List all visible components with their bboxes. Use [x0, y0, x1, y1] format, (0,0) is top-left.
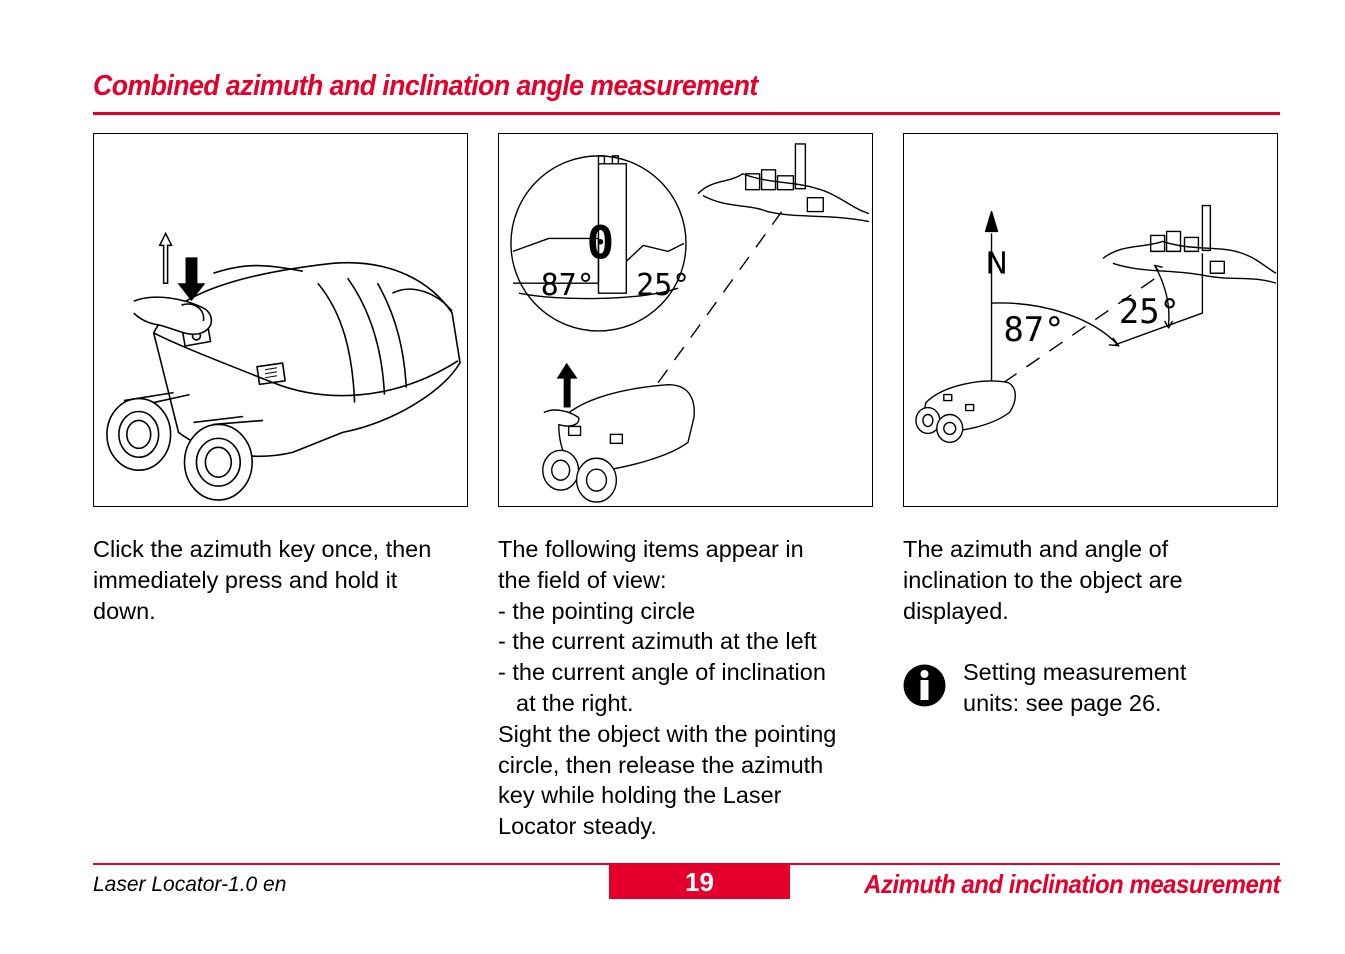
footer-product-label: Laser Locator-1.0 en	[93, 873, 286, 897]
right-inclination-reading: 25°	[1119, 292, 1180, 331]
middle-inclination-reading: 25°	[636, 268, 690, 303]
text-line: down.	[93, 596, 473, 627]
binoculars-illustration	[94, 134, 467, 506]
svg-text:0: 0	[587, 216, 615, 269]
text-line: The following items appear in	[498, 534, 878, 565]
text-line: Sight the object with the pointing	[498, 719, 878, 750]
title-divider	[93, 112, 1280, 115]
text-line: units: see page 26.	[963, 688, 1186, 719]
text-line: Setting measurement	[963, 657, 1186, 688]
middle-azimuth-reading: 87°	[541, 268, 595, 303]
north-label: N	[986, 246, 1008, 281]
text-line: - the current azimuth at the left	[498, 626, 878, 657]
footer-section-title: Azimuth and inclination measurement	[864, 869, 1280, 900]
text-line: Locator steady.	[498, 811, 878, 842]
text-line: - the current angle of inclination	[498, 657, 878, 688]
figure-results-displayed: N 87° 25°	[903, 133, 1278, 507]
page-title: Combined azimuth and inclination angle m…	[93, 70, 758, 103]
info-text: Setting measurement units: see page 26.	[963, 657, 1186, 719]
text-line: circle, then release the azimuth	[498, 750, 878, 781]
info-icon	[903, 664, 946, 707]
text-line: - the pointing circle	[498, 596, 878, 627]
column-2-text: The following items appear in the field …	[498, 534, 878, 842]
right-azimuth-reading: 87°	[1003, 310, 1064, 349]
text-line: The azimuth and angle of	[903, 534, 1283, 565]
text-line: immediately press and hold it	[93, 565, 473, 596]
column-3-text: The azimuth and angle of inclination to …	[903, 534, 1283, 626]
text-line: key while holding the Laser	[498, 780, 878, 811]
text-line: inclination to the object are	[903, 565, 1283, 596]
text-line: Click the azimuth key once, then	[93, 534, 473, 565]
text-line: at the right.	[498, 688, 878, 719]
text-line: displayed.	[903, 596, 1283, 627]
figure-field-of-view: 0 87° 25°	[498, 133, 873, 507]
page-number: 19	[609, 865, 790, 899]
column-1-text: Click the azimuth key once, then immedia…	[93, 534, 473, 626]
text-line: the field of view:	[498, 565, 878, 596]
field-of-view-illustration: 0 87° 25°	[499, 134, 872, 506]
results-illustration: N 87° 25°	[904, 134, 1277, 506]
figure-press-azimuth-key	[93, 133, 468, 507]
